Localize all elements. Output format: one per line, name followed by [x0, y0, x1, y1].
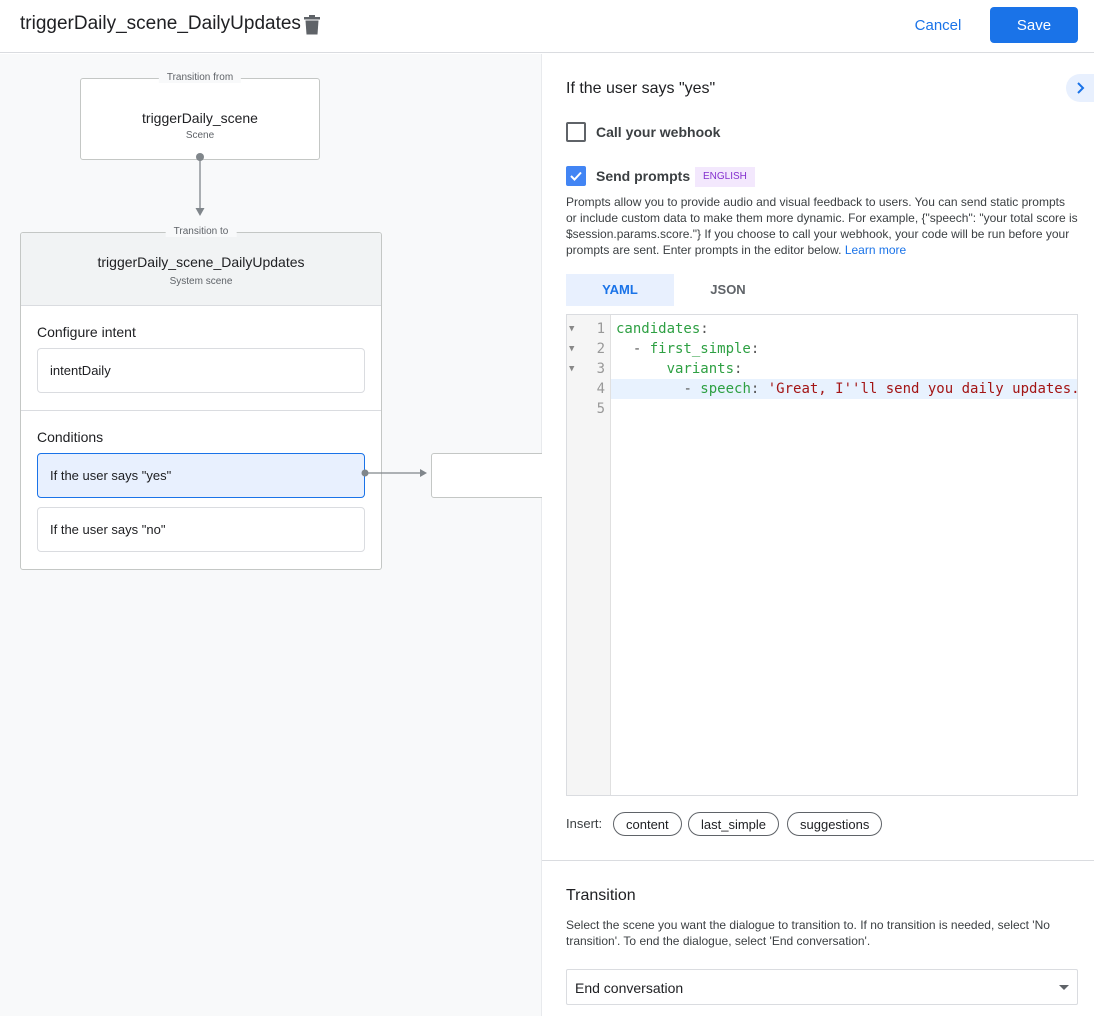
description-text: Prompts allow you to provide audio and v…: [566, 195, 1078, 257]
insert-label: Insert:: [566, 816, 603, 831]
scene-header[interactable]: triggerDaily_scene_DailyUpdates System s…: [21, 233, 381, 306]
language-badge: ENGLISH: [695, 167, 755, 187]
code-line: ▼ 3 variants:: [567, 359, 1077, 379]
cancel-button[interactable]: Cancel: [902, 8, 974, 42]
code-value: 'Great, I''ll send you daily updates.: [767, 381, 1080, 397]
condition-yes[interactable]: If the user says "yes": [37, 453, 365, 498]
line-number: 5: [596, 401, 605, 417]
line-number: 3: [596, 361, 605, 377]
save-button[interactable]: Save: [990, 7, 1078, 43]
code-line: ▼ 1 candidates:: [567, 319, 1077, 339]
fold-arrow-icon[interactable]: ▼: [569, 364, 575, 374]
code-editor[interactable]: ▼ 1 candidates: ▼ 2 - first_simple: ▼ 3 varian…: [566, 314, 1080, 796]
top-bar: triggerDaily_scene_DailyUpdates Cancel S…: [0, 0, 1094, 53]
code-line: ▼ 2 - first_simple:: [567, 339, 1077, 359]
transition-from-label: Transition from: [158, 72, 242, 83]
code-sep: :: [750, 381, 768, 397]
line-number: 4: [596, 381, 605, 397]
target-node-empty[interactable]: [431, 453, 551, 498]
page-title: triggerDaily_scene_DailyUpdates: [20, 13, 301, 34]
configure-intent-heading: Configure intent: [37, 324, 136, 340]
send-prompts-label: Send prompts: [596, 168, 691, 184]
section-divider: [542, 860, 1094, 861]
transition-select[interactable]: End conversation: [566, 969, 1078, 1005]
transition-connector: [195, 153, 205, 216]
webhook-label: Call your webhook: [596, 124, 721, 140]
to-scene-type: System scene: [169, 276, 233, 287]
active-line-highlight: [611, 379, 1077, 399]
code-key: first_simple: [649, 341, 751, 357]
transition-to-node: triggerDaily_scene_DailyUpdates System s…: [20, 232, 382, 570]
webhook-checkbox[interactable]: [566, 122, 586, 142]
code-indent: [616, 361, 667, 377]
editor-gutter: [567, 315, 611, 795]
line-number: 1: [596, 321, 605, 337]
transition-from-node[interactable]: triggerDaily_scene Scene: [80, 78, 320, 160]
insert-chip-suggestions[interactable]: suggestions: [787, 812, 883, 836]
chevron-right-icon: [1077, 82, 1085, 94]
tab-yaml[interactable]: YAML: [566, 274, 674, 306]
code-sep: :: [700, 321, 709, 337]
checkmark-icon: [570, 171, 582, 181]
code-dash: -: [683, 381, 701, 397]
insert-chip-last-simple[interactable]: last_simple: [688, 812, 780, 836]
fold-arrow-icon[interactable]: ▼: [569, 344, 575, 354]
code-sep: :: [734, 361, 743, 377]
flow-canvas: triggerDaily_scene Scene Transition from…: [0, 54, 551, 1016]
code-sep: :: [750, 341, 760, 357]
code-key: variants: [666, 361, 735, 377]
divider: [21, 410, 381, 411]
code-indent: [616, 381, 683, 397]
line-number: 2: [596, 341, 605, 357]
transition-heading: Transition: [566, 887, 636, 904]
learn-more-link[interactable]: Learn more: [844, 243, 907, 257]
to-scene-name: triggerDaily_scene_DailyUpdates: [97, 254, 305, 270]
from-scene-name: triggerDaily_scene: [142, 110, 258, 126]
transition-select-value: End conversation: [575, 980, 684, 996]
condition-connector: [361, 469, 427, 477]
code-dash: -: [632, 341, 650, 357]
dropdown-arrow-icon: [1059, 985, 1069, 990]
conditions-heading: Conditions: [37, 429, 104, 445]
collapse-panel-button[interactable]: [1066, 74, 1094, 102]
tab-json[interactable]: JSON: [710, 282, 746, 297]
code-indent: [616, 341, 633, 357]
send-prompts-checkbox[interactable]: [566, 166, 586, 186]
insert-chip-content[interactable]: content: [613, 812, 682, 836]
intent-item[interactable]: intentDaily: [37, 348, 365, 393]
condition-no[interactable]: If the user says "no": [37, 507, 365, 552]
condition-panel: If the user says "yes" Call your webhook…: [542, 54, 1094, 1016]
panel-title: If the user says "yes": [566, 80, 716, 97]
code-line: 5: [567, 399, 1077, 419]
code-key: candidates: [616, 321, 701, 337]
code-key: speech: [700, 381, 751, 397]
transition-description: Select the scene you want the dialogue t…: [566, 918, 1050, 948]
trash-icon[interactable]: [304, 15, 320, 35]
transition-to-label: Transition to: [165, 226, 237, 237]
code-line: 4 - speech: 'Great, I''ll send you daily…: [567, 379, 1080, 399]
prompts-description: Prompts allow you to provide audio and v…: [566, 194, 1078, 258]
code-lines: ▼ 1 candidates: ▼ 2 - first_simple: ▼ 3 varian…: [567, 319, 1080, 419]
from-scene-type: Scene: [185, 130, 215, 141]
fold-arrow-icon[interactable]: ▼: [569, 324, 575, 334]
